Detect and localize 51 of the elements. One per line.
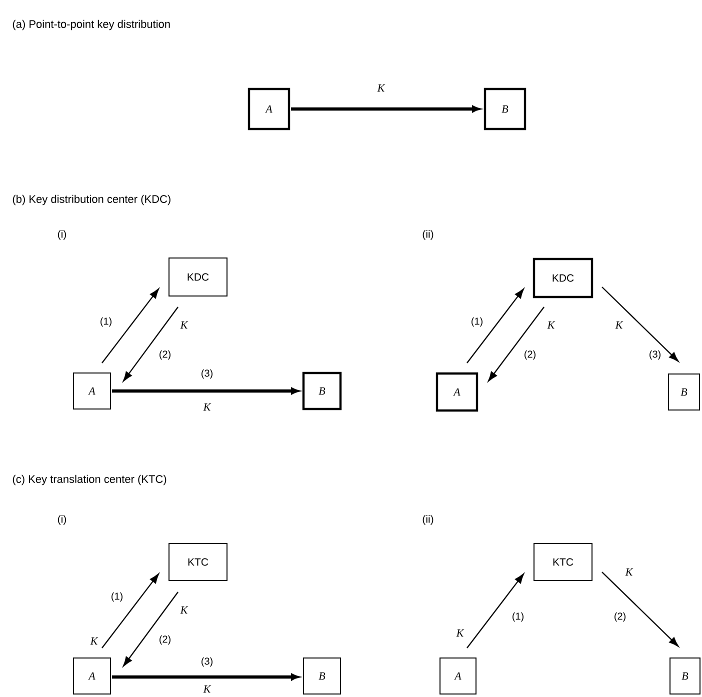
box: KTC (168, 543, 228, 581)
edge-label: (3) (202, 369, 212, 379)
panel-label: (ii) (422, 515, 434, 525)
box: B (668, 374, 700, 410)
edge-label: (1) (112, 592, 122, 602)
key-label: K (203, 403, 212, 411)
box: B (303, 658, 341, 694)
arrow (488, 306, 544, 382)
edge-label: (2) (160, 635, 170, 645)
edge-label: (3) (650, 350, 660, 360)
key-label: K (615, 321, 624, 329)
arrow (123, 592, 178, 666)
edge-label: (3) (202, 657, 212, 667)
box: B (670, 658, 700, 694)
edge-label: (1) (472, 317, 482, 327)
panel-label: (i) (58, 515, 66, 525)
box: A (73, 658, 111, 694)
arrow (102, 574, 159, 648)
box: B (484, 88, 526, 130)
edge-label: (1) (100, 317, 112, 327)
box: A (436, 372, 478, 412)
key-label: K (547, 321, 556, 329)
box: A (440, 658, 476, 694)
key-label: K (203, 685, 212, 693)
arrow (102, 288, 159, 364)
edge-label: K (377, 84, 386, 92)
section-heading: (b) Key distribution center (KDC) (12, 194, 170, 206)
box: B (302, 372, 342, 410)
section-heading: (a) Point-to-point key distribution (12, 20, 170, 30)
arrow (466, 288, 524, 364)
panel-label: (i) (58, 230, 66, 240)
edge-label: (2) (160, 350, 170, 360)
box: KTC (534, 543, 592, 581)
edge-label: (2) (614, 612, 626, 622)
edge-label: (2) (524, 350, 536, 360)
arrow (602, 572, 679, 647)
section-heading: (c) Key translation center (KTC) (12, 474, 166, 486)
box: KDC (168, 258, 228, 296)
arrow (602, 286, 679, 362)
key-label: K (90, 637, 98, 645)
arrow (123, 306, 178, 382)
key-label: K (180, 606, 188, 614)
box: A (248, 88, 290, 130)
panel-label: (ii) (422, 230, 434, 240)
arrow (466, 574, 524, 648)
edge-label: (1) (512, 612, 524, 622)
box: KDC (532, 258, 594, 298)
key-label: K (625, 568, 634, 576)
key-label: K (456, 629, 464, 637)
box: A (73, 372, 111, 410)
key-label: K (180, 321, 188, 329)
